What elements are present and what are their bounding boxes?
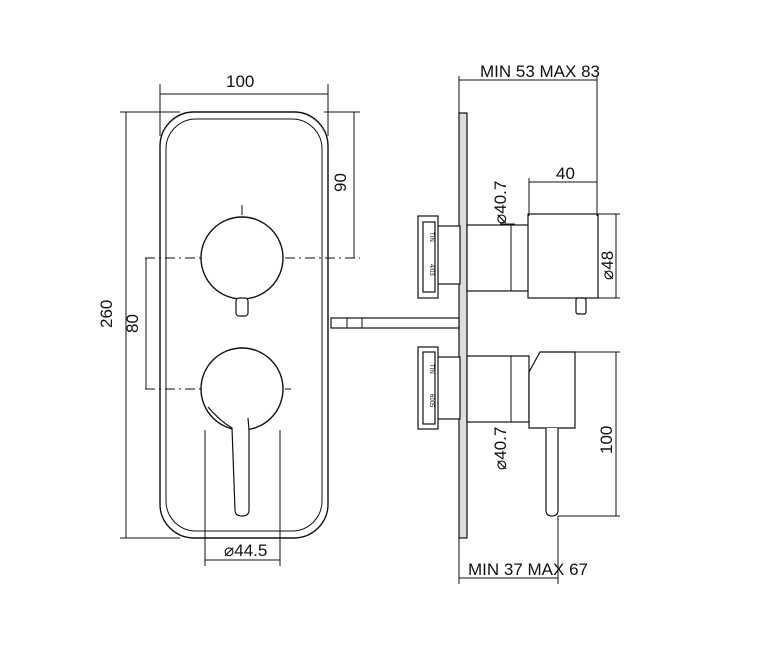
upper-cartridge-core xyxy=(422,221,436,293)
lower-diameter-label: ⌀40.7 xyxy=(491,427,510,470)
upper-knob-pin xyxy=(575,297,587,315)
handle-spacing-label: 80 xyxy=(123,314,142,333)
lower-cartridge-body xyxy=(435,356,461,420)
upper-knob-diameter-label: ⌀48 xyxy=(598,251,617,280)
upper-control-knob xyxy=(200,216,284,300)
lower-lever-body xyxy=(528,351,576,429)
upper-diameter-label: ⌀40.7 xyxy=(491,181,510,224)
side-view: 4/03 TIN 6005 TIN MIN 53 MAX 83 40 ⌀40.7 xyxy=(330,62,620,584)
front-height-label: 260 xyxy=(97,300,116,328)
lower-height-label: 100 xyxy=(597,426,616,454)
side-wall-plate xyxy=(458,112,468,539)
bottom-adjust-label: MIN 37 MAX 67 xyxy=(468,560,588,579)
upper-cartridge-label-b: TIN xyxy=(428,232,434,242)
lower-valve-spindle xyxy=(466,355,530,423)
front-view: 100 260 90 80 ⌀44.5 xyxy=(97,72,360,566)
upper-cartridge-label-a: 4/03 xyxy=(428,264,434,276)
front-width-label: 100 xyxy=(226,72,254,91)
lower-lever-handle xyxy=(207,406,250,517)
upper-valve-spindle xyxy=(466,224,530,292)
knob-diameter-label: ⌀44.5 xyxy=(224,541,267,560)
body-depth-label: 40 xyxy=(556,164,575,183)
top-to-handle-label: 90 xyxy=(331,173,350,192)
lower-cartridge-label-b: TIN xyxy=(428,364,434,374)
side-rod-outline xyxy=(330,317,460,329)
lower-lever-handle-side xyxy=(545,428,559,517)
wall-plate-outer-outline xyxy=(159,111,329,539)
upper-cartridge-body xyxy=(435,225,461,285)
upper-knob-body xyxy=(527,213,599,299)
top-adjust-label: MIN 53 MAX 83 xyxy=(480,62,600,81)
upper-knob-stem xyxy=(235,297,249,317)
wall-plate-inner-outline xyxy=(165,118,323,532)
lower-cartridge-label-a: 6005 xyxy=(428,394,434,408)
lower-cartridge-core xyxy=(422,351,436,425)
